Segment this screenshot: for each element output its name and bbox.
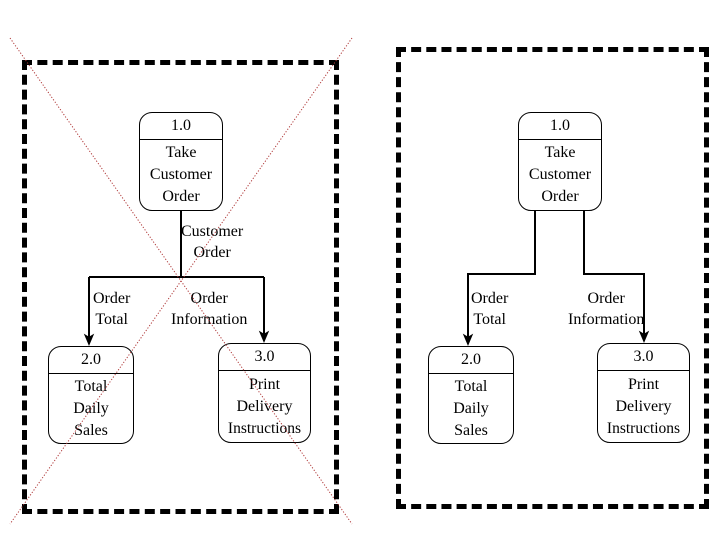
process-name-line: Order <box>162 188 200 205</box>
process-1.0-right[interactable]: 1.0 Take Customer Order <box>518 112 602 211</box>
flow-label-customer-order-left: Customer Order <box>181 221 243 263</box>
process-id: 1.0 <box>519 113 601 140</box>
flow-label-line: Customer <box>181 223 244 240</box>
process-name-line: Print <box>248 375 281 393</box>
flow-label-line: Order <box>190 290 228 307</box>
process-name-line: Instructions <box>227 419 302 437</box>
process-3.0-left[interactable]: 3.0 Print Delivery Instructions <box>218 343 311 443</box>
process-name: Take Customer Order <box>519 140 601 210</box>
process-name-line: Sales <box>74 421 108 439</box>
process-id: 2.0 <box>429 347 513 374</box>
process-id: 3.0 <box>219 344 310 371</box>
process-name-line: Customer <box>528 166 592 183</box>
process-name-line: Instructions <box>606 419 681 437</box>
process-name-line: Delivery <box>236 397 293 415</box>
process-name-line: Take <box>544 144 576 161</box>
process-name-line: Take <box>165 144 197 161</box>
process-name-line: Order <box>541 188 579 205</box>
process-2.0-left[interactable]: 2.0 Total Daily Sales <box>48 346 134 444</box>
process-name: Total Daily Sales <box>429 374 513 443</box>
process-id: 3.0 <box>598 344 689 371</box>
process-name-line: Customer <box>149 166 213 183</box>
process-1.0-left[interactable]: 1.0 Take Customer Order <box>139 112 223 211</box>
process-name: Print Delivery Instructions <box>598 371 689 442</box>
process-name: Total Daily Sales <box>49 374 133 443</box>
flow-label-line: Order <box>193 244 231 261</box>
flow-label-line: Information <box>568 311 645 328</box>
process-id: 2.0 <box>49 347 133 374</box>
process-name: Print Delivery Instructions <box>219 371 310 442</box>
flow-label-order-total-left: Order Total <box>93 288 130 330</box>
system-boundary-right <box>396 47 709 509</box>
process-name-line: Daily <box>453 399 489 417</box>
process-name-line: Print <box>627 375 660 393</box>
process-id: 1.0 <box>140 113 222 140</box>
flow-label-order-information-right: Order Information <box>568 288 644 330</box>
flow-label-order-information-left: Order Information <box>171 288 247 330</box>
flow-label-line: Order <box>587 290 625 307</box>
process-name-line: Total <box>74 377 108 395</box>
process-name-line: Daily <box>73 399 109 417</box>
process-3.0-right[interactable]: 3.0 Print Delivery Instructions <box>597 343 690 443</box>
process-name: Take Customer Order <box>140 140 222 210</box>
flow-label-order-total-right: Order Total <box>471 288 508 330</box>
flow-label-line: Order <box>93 290 131 307</box>
flow-label-line: Information <box>171 311 248 328</box>
process-2.0-right[interactable]: 2.0 Total Daily Sales <box>428 346 514 444</box>
flow-label-line: Order <box>471 290 509 307</box>
flow-label-line: Total <box>95 311 128 328</box>
process-name-line: Sales <box>454 421 488 439</box>
flow-label-line: Total <box>473 311 506 328</box>
process-name-line: Delivery <box>615 397 672 415</box>
process-name-line: Total <box>454 377 488 395</box>
